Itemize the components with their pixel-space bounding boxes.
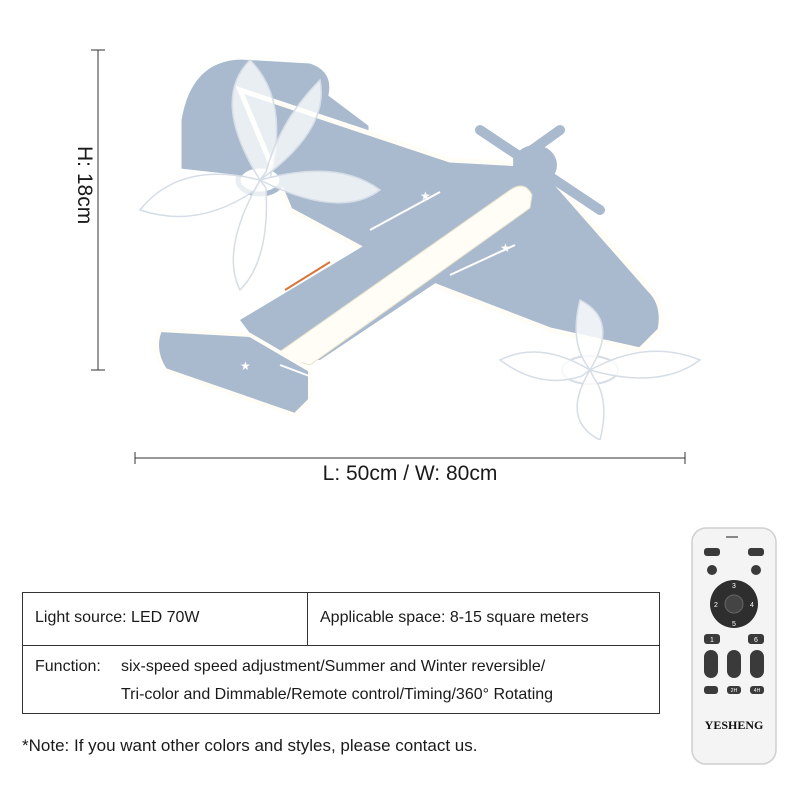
svg-text:6: 6 [754, 637, 758, 644]
function-label: Function: [35, 658, 101, 675]
airplane-fan-illustration: ★ ★ ★ [138, 56, 702, 440]
nav-right-label: 4 [750, 602, 754, 609]
length-dimension-line [134, 452, 686, 464]
height-label: H: 18cm [73, 146, 96, 225]
function-line-2: Tri-color and Dimmable/Remote control/Ti… [121, 686, 554, 703]
length-width-label: L: 50cm / W: 80cm [322, 462, 498, 485]
applicable-space-cell: Applicable space: 8-15 square meters [308, 593, 659, 645]
spec-table: Light source: LED 70W Applicable space: … [22, 592, 660, 714]
remote-brightness-pill [704, 650, 718, 678]
orange-accent [284, 261, 331, 291]
nav-top-label: 3 [732, 583, 736, 590]
light-source-cell: Light source: LED 70W [23, 593, 308, 645]
svg-text:1: 1 [710, 637, 714, 644]
height-dimension-line [91, 49, 105, 371]
spec-row-function: Function: six-speed speed adjustment/Sum… [23, 646, 659, 713]
light-source-text: Light source: LED 70W [35, 609, 200, 626]
remote-key-2h [727, 686, 741, 694]
remote-nav-center [724, 594, 744, 614]
remote-timer-button [707, 565, 717, 575]
svg-text:2H: 2H [731, 688, 738, 694]
svg-text:4H: 4H [754, 688, 761, 694]
remote-mode-button [751, 565, 761, 575]
nav-bottom-label: 5 [732, 621, 736, 628]
remote-bottom-key-left [704, 686, 718, 694]
remote-direction-pill [750, 650, 764, 678]
remote-key-6 [748, 634, 764, 644]
star-icon: ★ [240, 359, 251, 373]
remote-key-4h [750, 686, 764, 694]
star-icon: ★ [500, 241, 511, 255]
function-line-1: six-speed speed adjustment/Summer and Wi… [121, 658, 546, 675]
fuselage-light-strip [273, 185, 533, 366]
left-fan-blades [138, 58, 382, 292]
star-icon: ★ [420, 189, 431, 203]
remote-light-button [748, 548, 764, 556]
contact-note: *Note: If you want other colors and styl… [22, 736, 478, 755]
remote-brand: YESHENG [705, 718, 764, 732]
remote-key-1 [704, 634, 720, 644]
remote-power-button [704, 548, 720, 556]
fuselage [240, 168, 545, 360]
nose-propeller [475, 125, 605, 215]
remote-control: 3 2 4 5 1 6 2H 4H YESHENG [691, 527, 777, 765]
applicable-space-text: Applicable space: 8-15 square meters [320, 609, 589, 626]
spec-row-top: Light source: LED 70W Applicable space: … [23, 593, 659, 646]
tail-stabilizer [154, 327, 312, 418]
remote-color-pill [727, 650, 741, 678]
nav-left-label: 2 [714, 602, 718, 609]
right-fan-blades [498, 298, 702, 440]
